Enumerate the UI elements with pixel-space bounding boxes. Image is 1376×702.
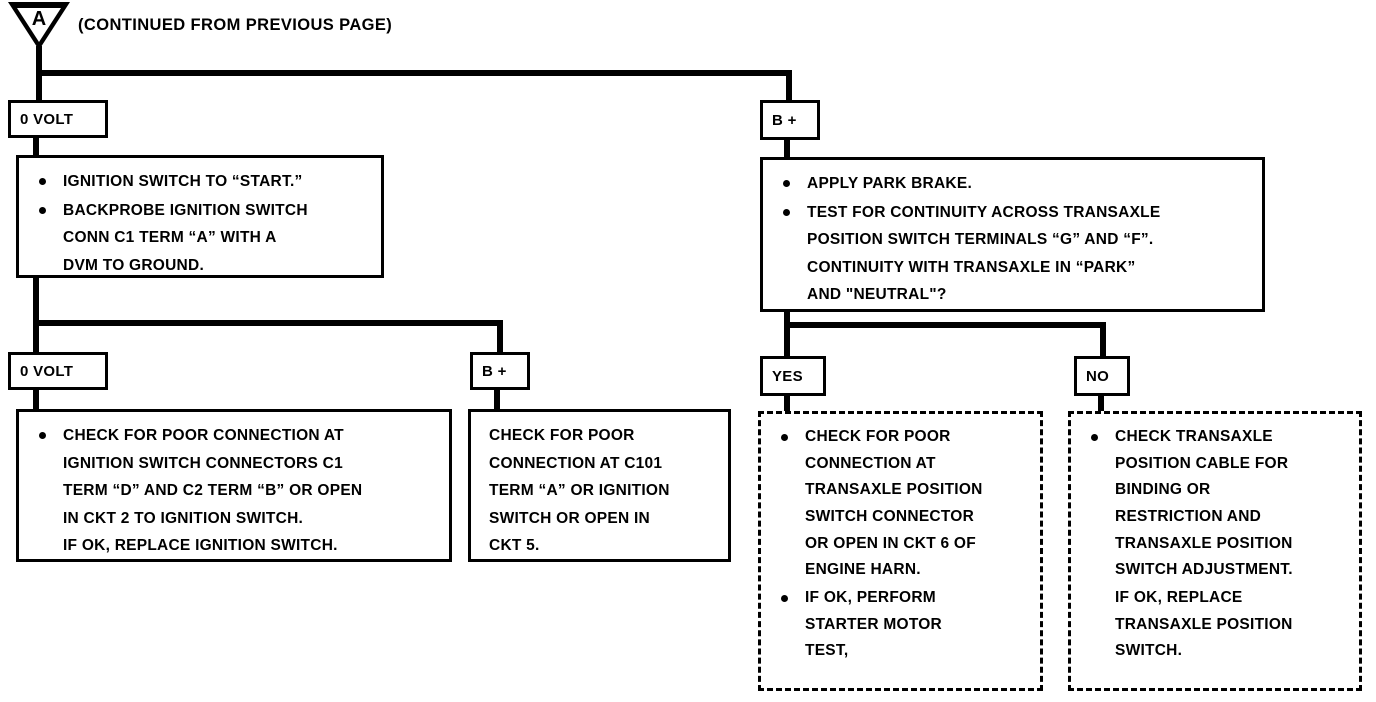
wire-top-to-left-branch: [36, 70, 42, 103]
label-text: B +: [482, 362, 507, 380]
line: IF OK, PERFORM: [805, 588, 936, 606]
page-connector-a: A: [8, 2, 70, 50]
line: IF OK, REPLACE IGNITION SWITCH.: [63, 537, 338, 555]
list-item: CHECK FOR POOR CONNECTION AT IGNITION SW…: [29, 422, 441, 560]
line: CONTINUITY WITH TRANSAXLE IN “PARK”: [807, 258, 1136, 276]
box-left-result-b-plus-list: CHECK FOR POOR CONNECTION AT C101 TERM “…: [481, 422, 720, 560]
line: POSITION CABLE FOR: [1115, 454, 1289, 472]
label-box-left-bottom-0-volt: 0 VOLT: [8, 352, 108, 390]
line: CHECK FOR POOR CONNECTION AT: [63, 427, 344, 444]
wire-bplus-to-right-test-box: [784, 138, 790, 158]
line: TEST FOR CONTINUITY ACROSS TRANSAXLE: [807, 203, 1161, 221]
line: ENGINE HARN.: [805, 561, 921, 579]
line: CHECK FOR POOR: [489, 427, 635, 444]
list-item: CHECK FOR POOR CONNECTION AT C101 TERM “…: [481, 422, 720, 560]
line: TERM “A” OR IGNITION: [489, 482, 670, 500]
list-item: IGNITION SWITCH TO “START.”: [29, 168, 373, 196]
box-left-result-zero-volt-list: CHECK FOR POOR CONNECTION AT IGNITION SW…: [29, 422, 441, 560]
box-right-result-yes: CHECK FOR POOR CONNECTION AT TRANSAXLE P…: [758, 411, 1043, 691]
line: IGNITION SWITCH CONNECTORS C1: [63, 454, 343, 472]
list-item: BACKPROBE IGNITION SWITCH CONN C1 TERM “…: [29, 197, 373, 280]
line: CONNECTION AT: [805, 454, 936, 472]
label-box-left-bottom-b-plus: B +: [470, 352, 530, 390]
wire-right-test-to-split: [784, 310, 790, 328]
list-item: APPLY PARK BRAKE.: [773, 170, 1254, 198]
page-connector-letter: A: [31, 8, 47, 30]
wire-right-split-to-yes: [784, 322, 790, 357]
wire-connector-to-trunk: [36, 46, 42, 76]
label-box-no: NO: [1074, 356, 1130, 396]
wire-yes-to-result: [784, 394, 790, 414]
triangle-inner-shape: [17, 8, 61, 42]
label-box-left-top-0-volt: 0 VOLT: [8, 100, 108, 138]
wire-0volt-to-left-test-box: [33, 136, 39, 156]
list-item: CHECK TRANSAXLE POSITION CABLE FOR BINDI…: [1081, 424, 1351, 584]
line: BACKPROBE IGNITION SWITCH: [63, 201, 308, 219]
box-right-result-no-list: CHECK TRANSAXLE POSITION CABLE FOR BINDI…: [1081, 424, 1351, 665]
wire-bplus-to-left-result-bplus: [494, 388, 500, 410]
label-text: NO: [1086, 367, 1110, 385]
list-item: IF OK, REPLACE TRANSAXLE POSITION SWITCH…: [1081, 585, 1351, 665]
box-right-result-yes-list: CHECK FOR POOR CONNECTION AT TRANSAXLE P…: [771, 424, 1032, 665]
wire-left-split-to-bplus: [497, 320, 503, 353]
wire-top-to-right-branch: [786, 70, 792, 103]
line: IF OK, REPLACE: [1115, 588, 1243, 606]
label-box-right-top-b-plus: B +: [760, 100, 820, 140]
box-right-test-list: APPLY PARK BRAKE. TEST FOR CONTINUITY AC…: [773, 170, 1254, 309]
wire-left-test-to-split: [33, 276, 39, 326]
line: TRANSAXLE POSITION: [805, 481, 983, 499]
label-box-yes: YES: [760, 356, 826, 396]
line: OR OPEN IN CKT 6 OF: [805, 534, 976, 552]
wire-0volt-to-left-result: [33, 388, 39, 410]
line: TERM “D” AND C2 TERM “B” OR OPEN: [63, 482, 363, 500]
wire-left-split-to-0volt: [33, 320, 39, 353]
wire-no-to-result: [1098, 394, 1104, 414]
line: SWITCH.: [1115, 642, 1183, 660]
wire-right-split-horizontal: [784, 322, 1106, 328]
label-text: B +: [772, 111, 797, 129]
line: IN CKT 2 TO IGNITION SWITCH.: [63, 509, 304, 527]
line: CONN C1 TERM “A” WITH A: [63, 229, 277, 247]
continued-from-previous-page-note: (CONTINUED FROM PREVIOUS PAGE): [78, 16, 393, 34]
line: CKT 5.: [489, 537, 540, 555]
label-text: 0 VOLT: [20, 110, 74, 128]
line: SWITCH ADJUSTMENT.: [1115, 561, 1293, 579]
line: CONNECTION AT C101: [489, 454, 663, 472]
line: POSITION SWITCH TERMINALS “G” AND “F”.: [807, 231, 1154, 249]
list-item: IF OK, PERFORM STARTER MOTOR TEST,: [771, 585, 1032, 665]
list-item: CHECK FOR POOR CONNECTION AT TRANSAXLE P…: [771, 424, 1032, 584]
box-left-test-list: IGNITION SWITCH TO “START.” BACKPROBE IG…: [29, 168, 373, 279]
line: APPLY PARK BRAKE.: [807, 175, 973, 192]
line: SWITCH OR OPEN IN: [489, 509, 650, 527]
wire-right-split-to-no: [1100, 322, 1106, 357]
box-left-result-zero-volt: CHECK FOR POOR CONNECTION AT IGNITION SW…: [16, 409, 452, 562]
line: STARTER MOTOR: [805, 615, 943, 633]
line: TRANSAXLE POSITION: [1115, 534, 1293, 552]
wire-left-split-horizontal: [33, 320, 503, 326]
box-right-result-no: CHECK TRANSAXLE POSITION CABLE FOR BINDI…: [1068, 411, 1362, 691]
line: TEST,: [805, 642, 849, 660]
label-text: 0 VOLT: [20, 362, 74, 380]
line: TRANSAXLE POSITION: [1115, 615, 1293, 633]
wire-top-horizontal-trunk: [36, 70, 792, 76]
line: RESTRICTION AND: [1115, 507, 1262, 525]
line: AND "NEUTRAL"?: [807, 286, 947, 304]
box-right-test: APPLY PARK BRAKE. TEST FOR CONTINUITY AC…: [760, 157, 1265, 312]
box-left-test: IGNITION SWITCH TO “START.” BACKPROBE IG…: [16, 155, 384, 278]
line: CHECK FOR POOR: [805, 428, 951, 445]
line: BINDING OR: [1115, 481, 1211, 499]
box-left-result-b-plus: CHECK FOR POOR CONNECTION AT C101 TERM “…: [468, 409, 731, 562]
label-text: YES: [772, 367, 803, 385]
line: IGNITION SWITCH TO “START.”: [63, 173, 303, 190]
list-item: TEST FOR CONTINUITY ACROSS TRANSAXLE POS…: [773, 199, 1254, 309]
line: SWITCH CONNECTOR: [805, 507, 975, 525]
line: DVM TO GROUND.: [63, 256, 204, 274]
line: CHECK TRANSAXLE: [1115, 428, 1273, 445]
